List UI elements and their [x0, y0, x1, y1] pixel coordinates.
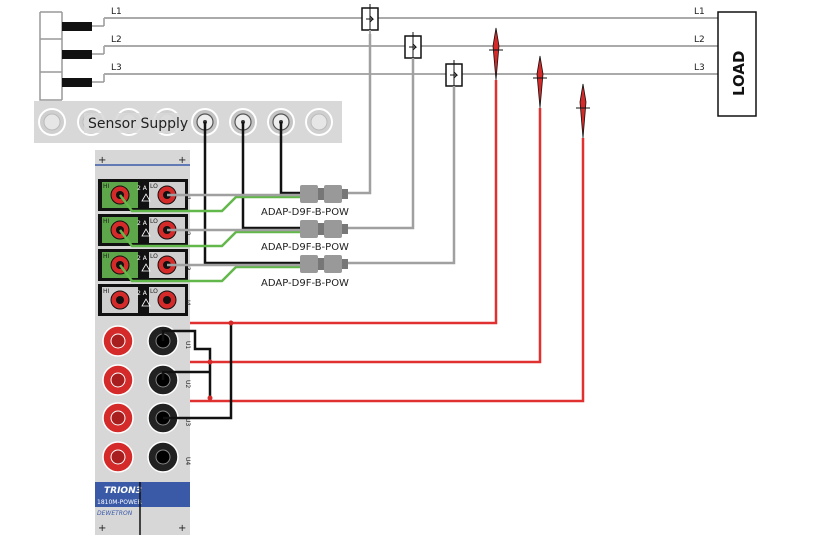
module-brand-bar: [95, 482, 190, 496]
channel-label-i2: I2: [184, 230, 191, 236]
module-model-bar: [95, 496, 190, 507]
voltage-wires: [125, 80, 585, 403]
rating-label-2: 2 A: [137, 220, 148, 227]
module-maker-bar: [95, 507, 190, 518]
rating-label-3: 2 A: [137, 255, 148, 262]
hi-label-2: HI: [103, 218, 110, 225]
load-label: LOAD: [730, 51, 748, 96]
hi-label-1: HI: [103, 183, 110, 190]
junction-dots: [207, 320, 234, 401]
line-label-right-l3: L3: [694, 63, 705, 73]
hi-label-3: HI: [103, 253, 110, 260]
current-clamp-l3: [445, 60, 463, 90]
voltage-probe-l1: [489, 27, 503, 81]
voltage-channel-u3: U3: [102, 402, 191, 434]
adapter-2: [300, 220, 348, 238]
voltage-channel-u1: U1: [100, 322, 191, 360]
channel-label-u4: U4: [184, 457, 191, 465]
module-maker: DEWETRON: [97, 510, 133, 517]
line-label-right-l2: L2: [694, 35, 705, 45]
source-windings: [39, 11, 105, 101]
sensor-supply-label: Sensor Supply: [88, 116, 188, 132]
line-label-right-l1: L1: [694, 7, 705, 17]
voltage-probe-l2: [533, 55, 547, 109]
lo-label-2: LO: [150, 218, 158, 225]
current-channel-4: 2 A HI LO I4: [98, 284, 191, 316]
module-model: 1810M-POWER: [97, 499, 142, 506]
adapter-label-2: ADAP-D9F-B-POW: [261, 242, 349, 253]
module-plus-bottom-left: +: [98, 523, 106, 534]
supply-connector-8: [305, 108, 333, 136]
channel-label-u3: U3: [184, 418, 191, 426]
adapter-label-1: ADAP-D9F-B-POW: [261, 207, 349, 218]
channel-label-u2: U2: [184, 380, 191, 388]
hi-label-4: HI: [103, 288, 110, 295]
load-box: [717, 11, 757, 117]
winding-block-2: [62, 50, 92, 59]
channel-label-i1: I1: [184, 195, 191, 201]
lo-label-4: LO: [150, 288, 158, 295]
module-plus-top-right: +: [178, 155, 186, 166]
sensor-supply-cables: [203, 122, 300, 265]
line-label-left-l2: L2: [111, 35, 122, 45]
lo-label-1: LO: [150, 183, 158, 190]
module-brand: TRION3: [104, 486, 142, 496]
channel-label-u1: U1: [184, 341, 191, 349]
module-plus-top-left: +: [98, 155, 106, 166]
lo-label-3: LO: [150, 253, 158, 260]
supply-connector-1: [38, 108, 66, 136]
adapter-1: [300, 185, 348, 203]
current-clamp-l1: [361, 4, 379, 38]
voltage-probe-l3: [576, 83, 590, 139]
lo-grey-wires: [167, 193, 300, 267]
voltage-channel-u4: U4: [102, 441, 191, 473]
current-clamp-l2: [404, 32, 422, 62]
line-label-left-l3: L3: [111, 63, 122, 73]
neutral-jumpers: [161, 323, 233, 420]
channel-label-i4: I4: [184, 300, 191, 306]
adapter-3: [300, 255, 348, 273]
sensor-green-wires: [119, 194, 300, 283]
adapter-label-3: ADAP-D9F-B-POW: [261, 278, 349, 289]
winding-block-3: [62, 78, 92, 87]
winding-block-1: [62, 22, 92, 31]
clamp-cables: [348, 34, 456, 265]
rating-label-4: 2 A: [137, 290, 148, 297]
channel-label-i3: I3: [184, 265, 191, 271]
line-label-left-l1: L1: [111, 7, 122, 17]
rating-label-1: 2 A: [137, 185, 148, 192]
module-plus-bottom-right: +: [178, 523, 186, 534]
